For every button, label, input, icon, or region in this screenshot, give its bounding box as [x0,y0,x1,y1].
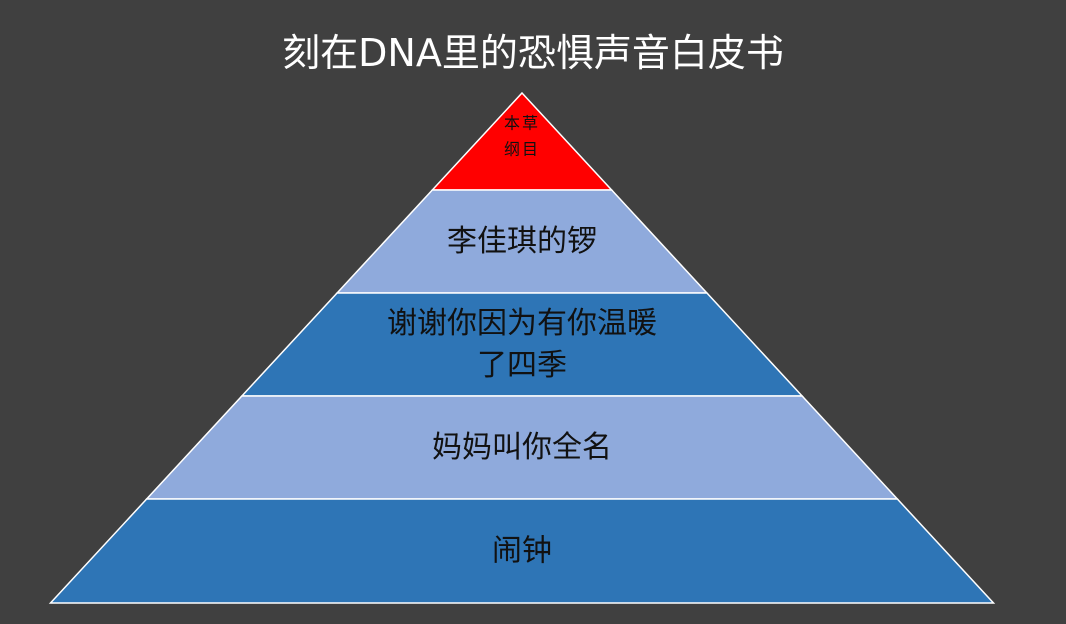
pyramid-tier-1-label: 纲目 [504,140,540,159]
page-title: 刻在DNA里的恐惧声音白皮书 [282,31,784,75]
pyramid-tier-4-label: 妈妈叫你全名 [432,430,612,465]
pyramid-tier-5-label: 闹钟 [492,534,552,569]
pyramid-tier-5 [48,498,996,604]
pyramid-tier-3-label: 了四季 [477,348,567,383]
pyramid-tier-1-label: 本草 [504,114,540,133]
pyramid-tier-2-label: 李佳琪的锣 [447,224,597,259]
pyramid-tier-3-label: 谢谢你因为有你温暖 [387,306,657,341]
